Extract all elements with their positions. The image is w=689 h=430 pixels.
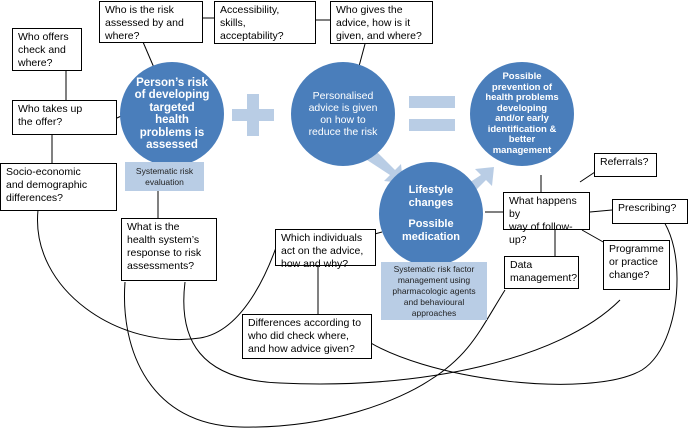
connector: [581, 229, 606, 244]
question-referrals: Referrals?: [594, 153, 657, 177]
prevention-circle: Possible prevention of health problems d…: [470, 62, 574, 166]
question-accessibility: Accessibility, skills, acceptability?: [214, 1, 316, 44]
question-who-gives: Who gives the advice, how is it given, a…: [330, 1, 433, 44]
question-socio-economic: Socio-economic and demographic differenc…: [0, 163, 117, 211]
curve-connector: [123, 281, 506, 428]
question-who-offers: Who offers check and where?: [12, 28, 82, 71]
arrow-down-right: [367, 152, 403, 183]
equals-sign: [409, 96, 455, 108]
question-health-system: What is the health system’s response to …: [121, 218, 217, 281]
question-which-individuals: Which individuals act on the advice, how…: [275, 229, 376, 270]
medication-label: Possible medication: [401, 218, 461, 243]
plus-sign: [232, 109, 274, 121]
lifestyle-label: Lifestyle changes: [408, 184, 454, 209]
curve-connector: [183, 281, 621, 385]
risk-assessment-circle: Person’s risk of developing targeted hea…: [120, 62, 224, 166]
question-who-takes-up: Who takes up the offer?: [12, 100, 117, 135]
curve-connector: [37, 209, 279, 340]
risk-factor-management: Systematic risk factor management using …: [381, 262, 487, 320]
connector: [589, 209, 613, 213]
question-who-assessed: Who is the risk assessed by and where?: [99, 1, 203, 43]
question-follow-up: What happens by way of follow-up?: [503, 192, 590, 246]
lifestyle-medication-circle: Lifestyle changes Possible medication: [379, 162, 483, 266]
personalised-advice-circle: Personalised advice is given on how to r…: [291, 62, 395, 166]
curve-connector: [359, 204, 678, 385]
question-prescribing: Prescribing?: [612, 199, 688, 224]
connector: [579, 171, 596, 183]
question-data-management: Data management?: [504, 256, 579, 289]
equals-sign: [409, 119, 455, 131]
question-differences: Differences according to who did check w…: [242, 314, 372, 359]
question-programme-change: Programme or practice change?: [603, 240, 670, 290]
systematic-risk-evaluation: Systematic risk evaluation: [125, 162, 204, 191]
